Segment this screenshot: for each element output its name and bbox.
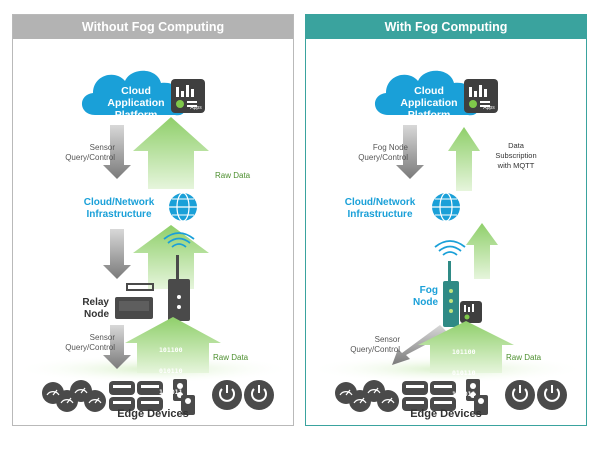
query-arrow-down-top xyxy=(103,125,131,179)
binary-line: 110011 xyxy=(452,390,476,398)
label-line: Node xyxy=(413,297,438,308)
power-button-icons xyxy=(212,380,274,410)
binary-line: 010110 xyxy=(159,367,183,375)
label-line: Node xyxy=(84,309,109,320)
fog-query-label: Fog Node Query/Control xyxy=(328,143,408,163)
cloud-icon xyxy=(81,70,185,116)
label-line: Query/Control xyxy=(65,153,115,162)
with-fog-title: With Fog Computing xyxy=(306,15,586,39)
controller-icons xyxy=(402,381,456,411)
label-line: Sensor xyxy=(89,143,115,152)
apps-icon xyxy=(464,79,498,113)
binary-line: 101100 xyxy=(452,348,476,356)
edge-devices-label: Edge Devices xyxy=(117,408,189,420)
cloud-label-line: Platform xyxy=(407,109,451,121)
sensor-query-bottom-label: Sensor Query/Control xyxy=(35,333,115,353)
controller-icons xyxy=(109,381,163,411)
infrastructure-label: Cloud/Network Infrastructure xyxy=(69,197,169,221)
without-fog-panel: Without Fog Computing xyxy=(12,14,294,438)
label-line: Query/Control xyxy=(65,343,115,352)
wifi-icon xyxy=(434,240,466,256)
data-arrow-up-middle xyxy=(466,223,498,279)
data-arrow-up-bottom xyxy=(418,321,514,373)
raw-data-top-label: Raw Data xyxy=(215,171,251,180)
sensor-icons xyxy=(173,379,195,415)
globe-icon xyxy=(432,192,460,222)
cloud-label-line: Application xyxy=(400,97,458,109)
cloud-icon xyxy=(374,70,478,116)
fog-node-icon xyxy=(443,261,482,327)
query-arrow-down-top xyxy=(396,125,424,179)
sensor-icons xyxy=(466,379,488,415)
label-line: Fog xyxy=(419,285,438,296)
label-line: Cloud/Network xyxy=(344,197,416,208)
label-line: Sensor xyxy=(89,333,115,342)
cloud-label: Cloud Application Platform xyxy=(101,85,171,121)
power-button-icons xyxy=(505,380,567,410)
binary-line: 110011 xyxy=(159,388,183,396)
label-line: with MQTT xyxy=(497,161,535,170)
label-line: Query/Control xyxy=(358,153,408,162)
binary-line: 001000 xyxy=(159,409,183,417)
cloud-label: Cloud Application Platform xyxy=(394,85,464,121)
cloud-label-line: Cloud xyxy=(414,85,444,97)
globe-icon xyxy=(169,192,197,222)
binary-line: 101101 xyxy=(159,430,183,438)
binary-data: 101100 010110 110011 001000 101101 xyxy=(159,333,182,449)
without-fog-title: Without Fog Computing xyxy=(13,15,293,39)
cloud-label-line: Cloud xyxy=(121,85,151,97)
label-line: Relay xyxy=(82,297,109,308)
binary-data: 101100 010110 110011 001000 101101 xyxy=(452,335,475,449)
relay-node-label: Relay Node xyxy=(63,297,109,321)
raw-data-bottom-label: Raw Data xyxy=(506,353,542,362)
apps-label: Apps xyxy=(483,105,495,111)
binary-line: 101101 xyxy=(452,432,476,440)
data-arrow-up-top xyxy=(133,117,209,189)
without-fog-diagram xyxy=(14,70,294,415)
apps-icon xyxy=(171,79,205,113)
with-fog-panel: With Fog Computing xyxy=(305,14,587,440)
label-line: Fog Node xyxy=(372,143,408,152)
gauge-icons xyxy=(335,380,399,412)
binary-line: 010110 xyxy=(452,369,476,377)
data-subscription-label: Data Subscription with MQTT xyxy=(486,141,546,171)
apps-label: Apps xyxy=(190,105,202,111)
label-line: Data xyxy=(508,141,524,150)
sensor-query-bottom-label: Sensor Query/Control xyxy=(320,335,400,355)
raw-data-bottom-label: Raw Data xyxy=(213,353,249,362)
sensor-query-top-label: Sensor Query/Control xyxy=(35,143,115,163)
wifi-icon xyxy=(163,232,195,248)
relay-node-icon xyxy=(115,255,190,321)
data-arrow-up-bottom xyxy=(125,317,221,373)
fog-node-label: Fog Node xyxy=(394,285,438,309)
gauge-icons xyxy=(42,380,106,412)
label-line: Subscription xyxy=(495,151,537,160)
label-line: Infrastructure xyxy=(86,209,152,220)
data-arrow-up-middle xyxy=(133,225,209,289)
binary-line: 001000 xyxy=(452,411,476,419)
label-line: Infrastructure xyxy=(347,209,413,220)
query-arrow-down-bottom xyxy=(103,325,131,369)
label-line: Sensor xyxy=(374,335,400,344)
with-fog-diagram xyxy=(307,70,587,415)
query-arrow-down-middle xyxy=(103,229,131,279)
cloud-label-line: Platform xyxy=(114,109,158,121)
binary-line: 101100 xyxy=(159,346,183,354)
cloud-label-line: Application xyxy=(107,97,165,109)
edge-devices-label: Edge Devices xyxy=(410,408,482,420)
infrastructure-label: Cloud/Network Infrastructure xyxy=(330,197,430,221)
label-line: Cloud/Network xyxy=(83,197,155,208)
label-line: Query/Control xyxy=(350,345,400,354)
data-subscription-arrow-up xyxy=(448,127,480,191)
